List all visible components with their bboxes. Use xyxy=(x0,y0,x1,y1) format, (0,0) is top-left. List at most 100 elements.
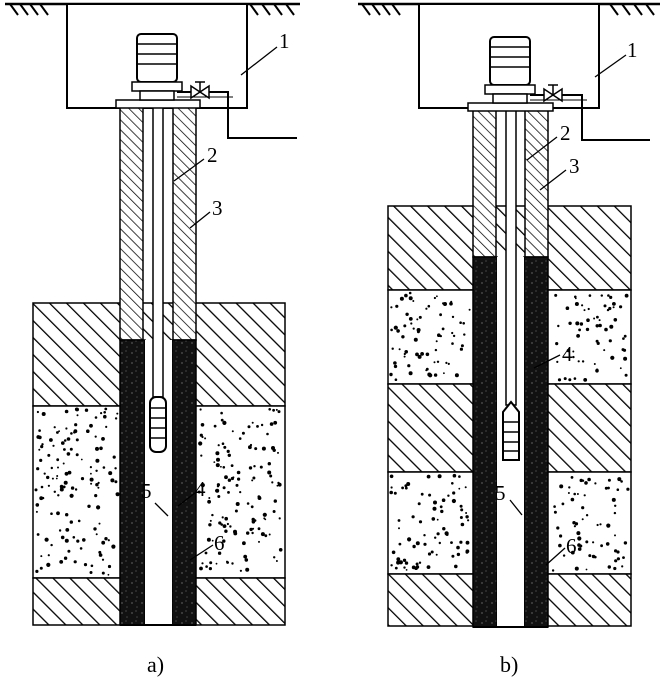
caption-b: b) xyxy=(500,652,518,677)
sand-dot xyxy=(38,448,41,451)
sand-dot xyxy=(107,564,112,569)
sand-dot xyxy=(101,540,106,545)
sand-dot xyxy=(456,552,461,557)
sand-dot xyxy=(595,324,599,328)
sand-dot xyxy=(389,490,394,495)
label-3-b: 3 xyxy=(569,154,580,178)
sand-dots-a xyxy=(34,407,283,576)
sand-dot xyxy=(465,512,468,514)
sand-dot xyxy=(415,541,420,546)
sand-dot xyxy=(94,494,98,498)
sand-dot xyxy=(443,302,447,306)
sand-dot xyxy=(581,518,584,521)
sand-dot xyxy=(452,334,456,338)
sand-dot xyxy=(623,356,628,361)
sand-dot xyxy=(462,322,466,325)
sand-dot xyxy=(413,337,418,342)
sand-dot xyxy=(441,327,445,331)
sand-dot xyxy=(401,486,404,490)
sand-dot xyxy=(226,449,230,453)
sand-dot xyxy=(36,435,41,439)
sand-dot xyxy=(89,423,93,428)
sand-dot xyxy=(215,463,220,468)
sand-dot xyxy=(416,318,419,321)
sand-dot xyxy=(105,425,108,428)
sand-dot xyxy=(567,492,570,494)
pump-b xyxy=(502,400,520,461)
sand-dot xyxy=(95,446,99,451)
sand-dot xyxy=(40,445,44,449)
label-1-a: 1 xyxy=(279,29,290,53)
sand-dot xyxy=(40,485,44,489)
sand-dot xyxy=(612,306,615,309)
sand-dot xyxy=(593,317,596,320)
sand-dot xyxy=(596,341,600,345)
sand-dot xyxy=(251,479,254,482)
sand-dot xyxy=(391,347,394,350)
sand-dot xyxy=(568,486,571,489)
sand-dot xyxy=(222,420,227,425)
sand-dot xyxy=(551,569,555,572)
sand-dot xyxy=(458,487,461,490)
sand-dot xyxy=(456,545,460,550)
sand-dot xyxy=(38,429,41,432)
sand-dot xyxy=(433,296,436,300)
sand-dot xyxy=(198,441,203,446)
sand-dot xyxy=(403,324,407,328)
sand-dot xyxy=(208,567,212,571)
sand-dot xyxy=(445,361,448,364)
sand-dot xyxy=(224,475,228,480)
sand-dot xyxy=(251,520,256,524)
sand-dot xyxy=(257,496,262,500)
sand-dot xyxy=(390,328,393,332)
sand-dot xyxy=(591,554,596,559)
sand-dot xyxy=(66,437,71,441)
sand-dot xyxy=(451,331,454,335)
sand-dot xyxy=(587,307,590,311)
sand-dot xyxy=(396,329,400,333)
sand-dot xyxy=(440,509,444,514)
sand-dot xyxy=(220,523,223,526)
sand-dot xyxy=(405,312,409,316)
sand-dot xyxy=(272,510,276,513)
sand-dot xyxy=(107,573,110,576)
sand-dot xyxy=(398,348,401,351)
sand-dot xyxy=(56,431,59,434)
sand-dot xyxy=(251,421,254,424)
sand-dot xyxy=(404,486,408,490)
sand-dot xyxy=(465,549,470,554)
sand-dot xyxy=(74,423,78,427)
sand-dot xyxy=(34,488,38,492)
sand-dot xyxy=(407,364,411,368)
sand-dot xyxy=(451,482,454,485)
sand-dot xyxy=(577,543,581,547)
sand-dot xyxy=(36,410,40,414)
sand-dot xyxy=(226,560,228,563)
sand-dot xyxy=(52,444,55,447)
sand-dot xyxy=(63,480,68,485)
sand-dot xyxy=(581,360,585,363)
sand-dot xyxy=(253,465,256,468)
sand-dot xyxy=(433,500,437,505)
sand-dot xyxy=(65,513,69,517)
sand-dot xyxy=(464,486,467,489)
sand-dot xyxy=(70,486,75,490)
sand-dot xyxy=(598,319,601,322)
sand-dot xyxy=(241,431,245,435)
sand-dot xyxy=(594,482,597,485)
sand-dot xyxy=(411,515,415,519)
sand-dot xyxy=(585,568,588,571)
sand-dot xyxy=(46,475,50,480)
sand-dot xyxy=(217,551,222,555)
sand-dot xyxy=(220,465,222,468)
sand-dot xyxy=(258,540,260,543)
sand-dot xyxy=(389,474,394,479)
sand-dot xyxy=(393,325,398,330)
sand-dot xyxy=(399,296,404,301)
casing-right-a xyxy=(172,106,197,341)
sand-dot xyxy=(277,451,279,454)
sand-dot xyxy=(396,560,401,565)
sand-dot xyxy=(600,294,603,297)
sand-dot xyxy=(236,470,241,475)
